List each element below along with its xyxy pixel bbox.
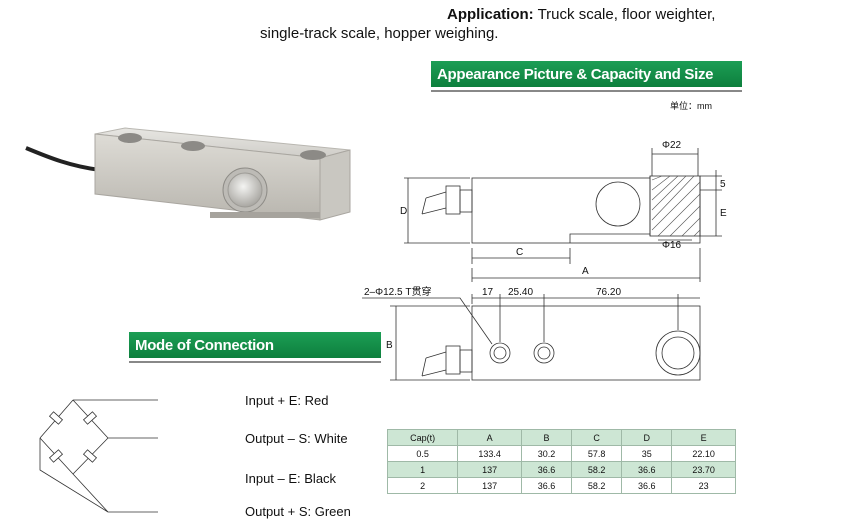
table-cell: 58.2 <box>571 477 623 494</box>
table-cell: 2 <box>386 477 459 494</box>
table-cell: 22.10 <box>671 445 736 462</box>
bridge-wiring-diagram <box>39 399 158 513</box>
holes-label: 2–Φ12.5 T贯穿 <box>364 285 431 298</box>
capacity-table: Cap(t) A B C D E 0.5 133.4 30.2 57.8 35 … <box>386 429 736 494</box>
dim-phi16-label: Φ16 <box>662 240 682 251</box>
table-cell: 36.6 <box>520 461 573 478</box>
table-cell: 36.6 <box>621 461 673 478</box>
connection-output-plus: Output + S: Green <box>245 504 351 519</box>
appearance-banner: Appearance Picture & Capacity and Size <box>431 61 742 87</box>
connection-output-minus: Output – S: White <box>245 431 348 446</box>
table-header-cell: A <box>457 429 522 446</box>
dim-a-label: A <box>582 266 589 277</box>
connection-banner: Mode of Connection <box>129 332 381 358</box>
dim-2540-label: 25.40 <box>508 287 533 298</box>
dim-7620-label: 76.20 <box>596 287 621 298</box>
table-cell: 137 <box>457 477 522 494</box>
technical-drawing: D C A Φ22 Φ16 5 E B 2–Φ12.5 T贯穿 17 25.40… <box>362 140 727 381</box>
table-cell: 35 <box>621 445 673 462</box>
table-cell: 57.8 <box>571 445 623 462</box>
application-text-1: Truck scale, floor weighter, <box>537 6 716 23</box>
dim-e-label: E <box>720 208 727 219</box>
table-header-cell: E <box>671 429 736 446</box>
table-cell: 137 <box>457 461 522 478</box>
dim-d-label: D <box>400 206 407 217</box>
connection-input-plus: Input + E: Red <box>245 393 329 408</box>
dim-phi22-label: Φ22 <box>662 140 682 151</box>
table-header-cell: C <box>571 429 623 446</box>
table-row: 2 137 36.6 58.2 36.6 23 <box>386 477 736 494</box>
dim-17-label: 17 <box>482 287 494 298</box>
table-header-row: Cap(t) A B C D E <box>386 429 736 446</box>
dim-c-label: C <box>516 247 523 258</box>
table-cell: 133.4 <box>457 445 522 462</box>
application-text-2: single-track scale, hopper weighing. <box>260 25 499 42</box>
connection-input-minus: Input – E: Black <box>245 471 337 486</box>
application-label: Application: <box>447 6 534 23</box>
table-header-cell: D <box>621 429 673 446</box>
application-line-1: Application: Truck scale, floor weighter… <box>447 6 715 23</box>
table-row: 0.5 133.4 30.2 57.8 35 22.10 <box>386 445 736 462</box>
table-header-cell: B <box>520 429 573 446</box>
connection-banner-underline <box>129 361 381 363</box>
table-cell: 23 <box>671 477 736 494</box>
appearance-banner-underline <box>431 90 742 92</box>
table-cell: 1 <box>386 461 459 478</box>
table-header-cell: Cap(t) <box>386 429 459 446</box>
dim-b-label: B <box>386 340 393 351</box>
unit-label: 单位：mm <box>670 101 712 111</box>
table-cell: 58.2 <box>571 461 623 478</box>
table-cell: 0.5 <box>386 445 459 462</box>
dim-5-label: 5 <box>720 179 726 190</box>
table-cell: 36.6 <box>520 477 573 494</box>
table-cell: 30.2 <box>520 445 573 462</box>
table-row: 1 137 36.6 58.2 36.6 23.70 <box>386 461 736 478</box>
table-cell: 23.70 <box>671 461 736 478</box>
load-cell-photo <box>25 127 351 221</box>
table-cell: 36.6 <box>621 477 673 494</box>
